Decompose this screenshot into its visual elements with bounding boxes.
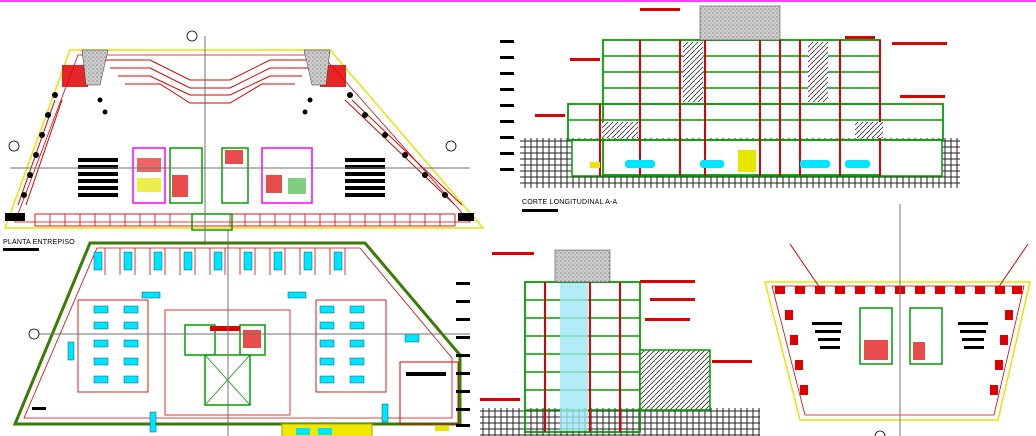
section-longitudinal-drawing [500, 5, 960, 188]
section-longitudinal-title: CORTE LONGITUDINAL A-A [522, 199, 618, 206]
plan-parking-outline [12, 241, 462, 426]
section-transversal-drawing [456, 249, 760, 436]
plan-entrepiso-title: PLANTA ENTREPISO [3, 239, 75, 246]
plan-entrepiso-drawing [3, 30, 485, 245]
plan-entrepiso-outline [3, 49, 485, 229]
plan-entrepiso-title-underline [3, 248, 39, 251]
plan-roof-drawing [764, 204, 1031, 436]
plan-parking-drawing [12, 230, 470, 436]
